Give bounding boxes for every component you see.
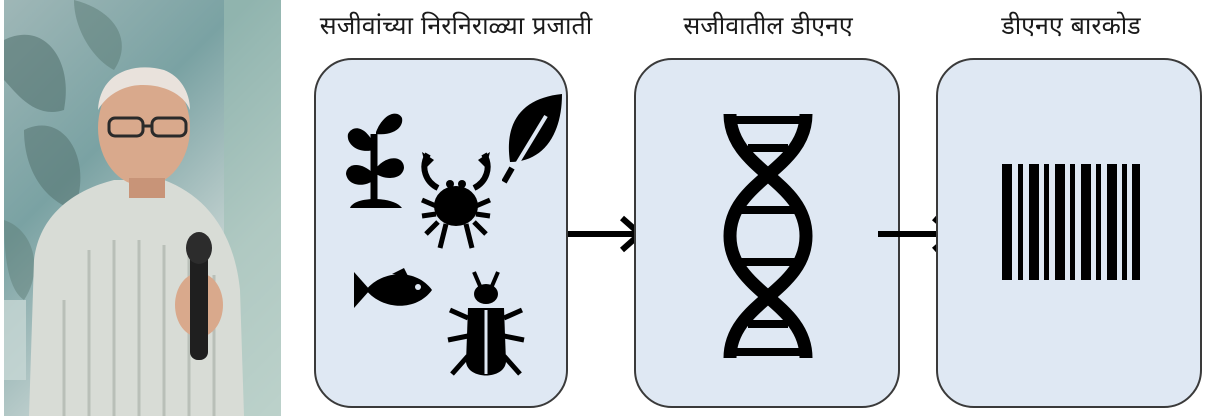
step-title-species: सजीवांच्या निरनिराळ्या प्रजाती: [306, 8, 606, 44]
barcode-box: [936, 58, 1202, 408]
speaker-photo: [4, 0, 281, 416]
leaf-icon: [502, 92, 566, 184]
dna-helix-icon: [720, 110, 816, 362]
dna-box: [634, 58, 900, 408]
barcode-icon: [1002, 164, 1140, 280]
fish-icon: [352, 268, 434, 312]
beetle-icon: [446, 270, 526, 386]
step-title-barcode: डीएनए बारकोड: [940, 8, 1202, 44]
species-box: [314, 58, 568, 408]
crab-icon: [420, 148, 492, 252]
plant-icon: [344, 104, 408, 208]
step-title-dna: सजीवातील डीएनए: [630, 8, 906, 44]
arrow-species-to-dna: [568, 214, 644, 254]
